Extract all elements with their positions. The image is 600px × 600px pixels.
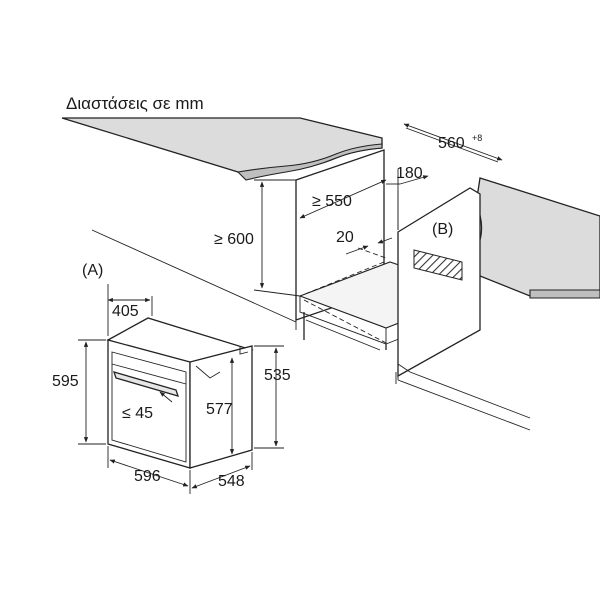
dim-oven-height-label: 595 (52, 373, 79, 390)
dim-niche-width-tolerance: +8 (472, 133, 482, 143)
dim-front-depth: 405 (107, 284, 153, 336)
dim-niche-width-label: 560 (438, 135, 465, 152)
dim-niche-depth-label: ≥ 550 (312, 193, 352, 210)
detail-a-label: (A) (82, 262, 103, 279)
diagram-title: Διαστάσεις σε mm (66, 94, 204, 113)
left-countertop (61, 117, 383, 181)
dim-vent-gap: 20 (336, 229, 393, 255)
dim-oven-depth-label: 548 (218, 473, 245, 490)
dim-vent-depth-label: 180 (396, 165, 423, 182)
dim-oven-height: 595 (52, 339, 106, 445)
dim-inner-height: 577 (206, 357, 235, 455)
dim-niche-height-label: ≥ 600 (214, 231, 254, 248)
dim-vent-gap-label: 20 (336, 229, 354, 246)
detail-b-label: (B) (432, 221, 453, 238)
dim-oven-depth: 548 (191, 452, 253, 490)
dim-body-height: 535 (254, 345, 291, 449)
dim-oven-width-label: 596 (134, 468, 161, 485)
dim-niche-depth: ≥ 550 (299, 179, 387, 219)
dim-front-depth-label: 405 (112, 303, 139, 320)
dim-door-gap-label: ≤ 45 (122, 405, 153, 422)
right-countertop (473, 177, 600, 299)
dim-inner-height-label: 577 (206, 401, 233, 418)
dim-body-height-label: 535 (264, 367, 291, 384)
oven (106, 317, 254, 469)
dim-oven-width: 596 (107, 446, 191, 494)
dim-niche-width: 560 +8 (403, 123, 503, 161)
vent-cutout (413, 249, 463, 281)
dim-vent-depth: 180 (386, 165, 429, 230)
dim-door-gap: ≤ 45 (122, 391, 173, 422)
dim-niche-height: ≥ 600 (214, 179, 301, 297)
